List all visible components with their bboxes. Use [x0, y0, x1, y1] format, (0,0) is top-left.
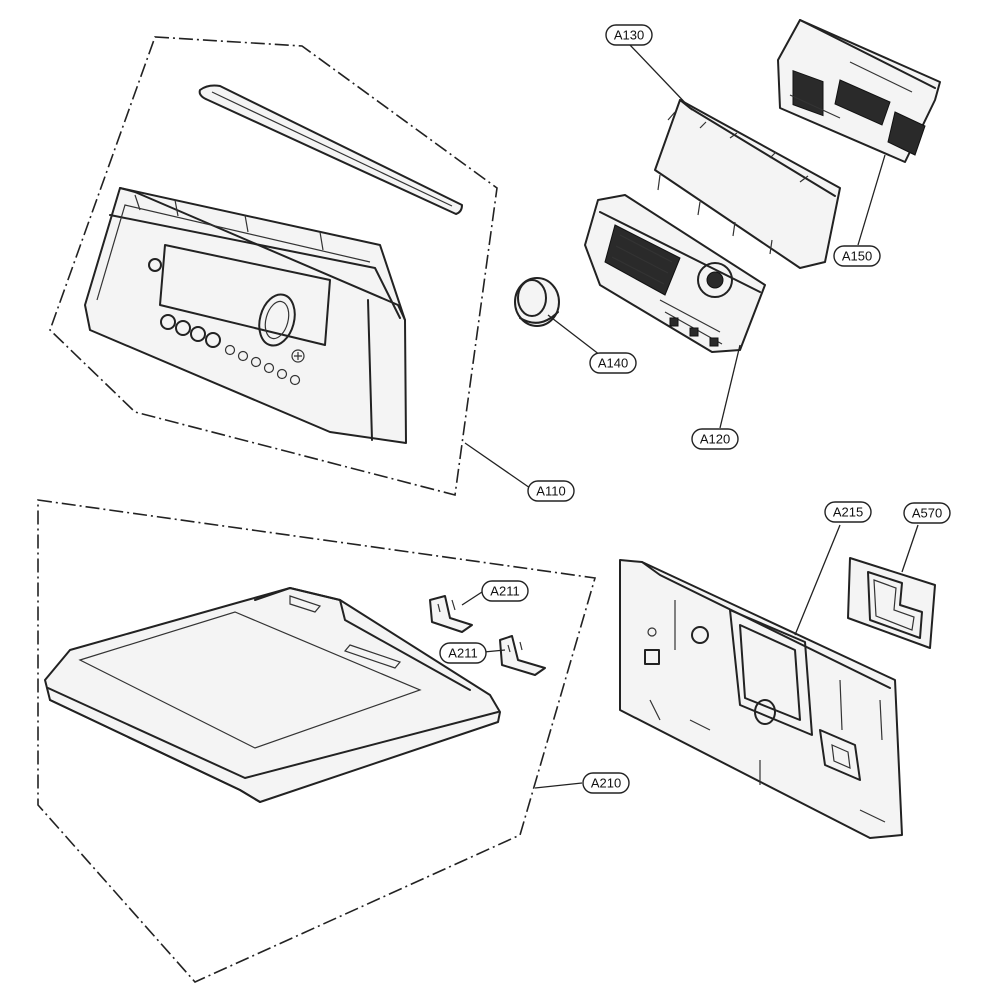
leader-a211-bottom — [483, 649, 506, 653]
hinge-bracket-upper — [429, 595, 473, 633]
svg-text:A211: A211 — [490, 584, 519, 599]
leader-a215 — [794, 524, 841, 636]
control-panel-assembly-boundary — [49, 36, 498, 497]
leader-a110 — [464, 442, 531, 489]
callout-a215: A215 — [824, 501, 872, 523]
callout-a120: A120 — [691, 428, 739, 450]
leader-a211-top — [461, 591, 483, 606]
panel-trim-strip — [198, 84, 463, 215]
callout-a110: A110 — [527, 480, 575, 502]
leader-a140 — [547, 314, 601, 356]
svg-text:A570: A570 — [912, 506, 942, 521]
top-lid-assembly-boundary — [37, 499, 597, 983]
svg-text:A211: A211 — [448, 646, 477, 661]
svg-text:A215: A215 — [833, 505, 863, 520]
control-knob — [514, 277, 560, 327]
pcb-cover — [654, 99, 841, 269]
svg-text:A140: A140 — [598, 356, 628, 371]
hinge-bracket-lower — [499, 635, 546, 676]
callout-a130: A130 — [605, 24, 653, 46]
svg-text:A210: A210 — [591, 776, 621, 791]
display-bracket — [777, 19, 941, 163]
leader-a570 — [901, 524, 919, 573]
leader-a150 — [857, 154, 886, 246]
callout-a211-top: A211 — [481, 580, 529, 602]
svg-text:A150: A150 — [842, 249, 872, 264]
rear-bracket-plate — [619, 559, 903, 839]
svg-text:A120: A120 — [700, 432, 730, 447]
top-lid — [44, 587, 501, 803]
callout-a211-bottom: A211 — [439, 642, 487, 664]
small-cover-plate — [847, 557, 936, 649]
leader-a210 — [534, 782, 583, 789]
control-panel-housing — [84, 187, 407, 444]
svg-text:A130: A130 — [614, 28, 644, 43]
svg-text:A110: A110 — [536, 484, 565, 499]
main-pcb — [584, 194, 766, 353]
leader-a130 — [629, 44, 693, 111]
callout-a570: A570 — [903, 502, 951, 524]
leader-a120 — [719, 344, 741, 429]
callout-a140: A140 — [589, 352, 637, 374]
callout-a150: A150 — [833, 245, 881, 267]
callout-a210: A210 — [582, 772, 630, 794]
